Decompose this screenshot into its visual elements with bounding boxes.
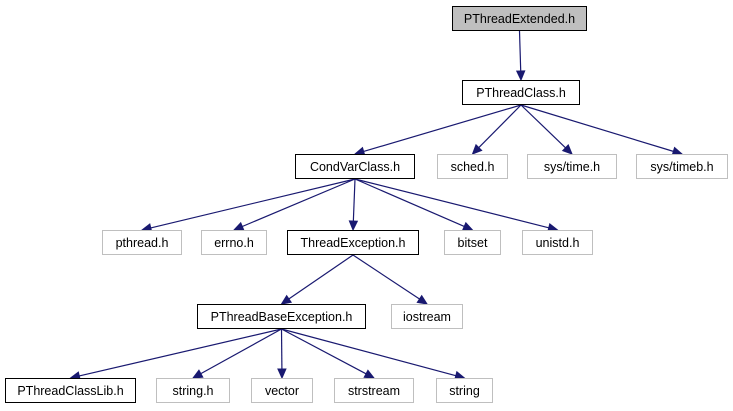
node-threadexception-h[interactable]: ThreadException.h bbox=[287, 230, 419, 255]
node-vector: vector bbox=[251, 378, 313, 403]
edge-threadexception-to-iostream bbox=[352, 254, 420, 300]
edge-condvarclass-to-unistd bbox=[354, 178, 549, 229]
node-label: unistd.h bbox=[535, 235, 580, 250]
edge-arrowhead bbox=[191, 369, 204, 379]
edge-threadexception-to-pthreadbaseexception bbox=[288, 254, 354, 300]
node-label: iostream bbox=[403, 309, 451, 324]
node-label: string.h bbox=[172, 383, 214, 398]
edge-arrowhead bbox=[363, 369, 376, 379]
node-label: strstream bbox=[347, 383, 401, 398]
node-unistd-h: unistd.h bbox=[522, 230, 593, 255]
node-label: sched.h bbox=[450, 159, 495, 174]
edge-pthreadextended-to-pthreadclass bbox=[518, 30, 522, 72]
edge-pthreadclass-to-systimeb bbox=[520, 104, 674, 152]
edge-arrowhead bbox=[461, 221, 474, 231]
edge-arrowhead bbox=[277, 368, 287, 380]
node-sys-timeb-h: sys/timeb.h bbox=[636, 154, 728, 179]
node-sys-time-h: sys/time.h bbox=[527, 154, 617, 179]
node-label: vector bbox=[264, 383, 300, 398]
node-pthreadclass-h[interactable]: PThreadClass.h bbox=[462, 80, 580, 105]
node-string: string bbox=[436, 378, 493, 403]
edge-arrowhead bbox=[515, 70, 526, 82]
node-label: pthread.h bbox=[115, 235, 169, 250]
node-label: errno.h bbox=[214, 235, 254, 250]
node-label: PThreadExtended.h bbox=[463, 11, 576, 26]
node-label: bitset bbox=[457, 235, 488, 250]
edge-arrowhead bbox=[416, 294, 429, 305]
node-errno-h: errno.h bbox=[201, 230, 267, 255]
node-condvarclass-h[interactable]: CondVarClass.h bbox=[295, 154, 415, 179]
node-label: PThreadBaseException.h bbox=[210, 309, 353, 324]
node-label: sys/timeb.h bbox=[650, 159, 714, 174]
node-iostream: iostream bbox=[391, 304, 463, 329]
edge-pthreadbaseexception-to-stringh bbox=[200, 328, 282, 375]
node-pthread-h: pthread.h bbox=[102, 230, 182, 255]
edge-pthreadclass-to-condvarclass bbox=[363, 104, 522, 153]
edge-pthreadbaseexception-to-string bbox=[281, 328, 456, 377]
edge-arrowhead bbox=[561, 143, 573, 155]
edge-pthreadbaseexception-to-pthreadclasslib bbox=[79, 328, 282, 377]
edge-pthreadclass-to-sched bbox=[478, 104, 522, 149]
node-label: string bbox=[449, 383, 480, 398]
edge-condvarclass-to-threadexception bbox=[352, 178, 356, 222]
edge-arrowhead bbox=[348, 220, 359, 232]
node-label: sys/time.h bbox=[543, 159, 601, 174]
edge-pthreadclass-to-systime bbox=[520, 104, 566, 149]
node-label: CondVarClass.h bbox=[309, 159, 401, 174]
edge-condvarclass-to-errno bbox=[242, 178, 356, 228]
node-pthreadbaseexception-h[interactable]: PThreadBaseException.h bbox=[197, 304, 366, 329]
node-bitset: bitset bbox=[444, 230, 501, 255]
node-strstream: strstream bbox=[334, 378, 414, 403]
edge-pthreadbaseexception-to-strstream bbox=[281, 328, 367, 375]
node-label: PThreadClassLib.h bbox=[17, 383, 124, 398]
node-string-h: string.h bbox=[156, 378, 230, 403]
node-pthreadclasslib-h[interactable]: PThreadClassLib.h bbox=[5, 378, 136, 403]
edge-arrowhead bbox=[471, 143, 483, 155]
edge-arrowhead bbox=[280, 294, 293, 305]
node-sched-h: sched.h bbox=[437, 154, 508, 179]
node-label: ThreadException.h bbox=[300, 235, 406, 250]
node-label: PThreadClass.h bbox=[476, 85, 566, 100]
edge-condvarclass-to-bitset bbox=[354, 178, 465, 227]
edge-condvarclass-to-pthread bbox=[150, 178, 356, 229]
node-pthreadextended-h: PThreadExtended.h bbox=[452, 6, 587, 31]
